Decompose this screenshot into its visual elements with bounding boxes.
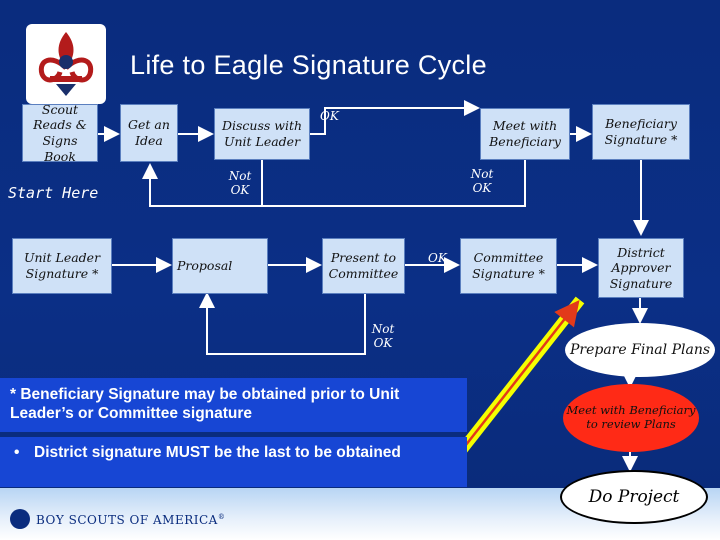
not-ok-label-left: Not OK	[228, 169, 252, 197]
footer-org-name: BOY SCOUTS OF AMERICA®	[36, 513, 225, 527]
footer-org-name-text: BOY SCOUTS OF AMERICA	[36, 513, 218, 527]
beneficiary-note: * Beneficiary Signature may be obtained …	[0, 378, 467, 432]
ok-label-top: OK	[320, 109, 339, 123]
do-project-oval: Do Project	[560, 470, 708, 524]
page-title: Life to Eagle Signature Cycle	[130, 50, 487, 80]
meet-beneficiary-box: Meet with Beneficiary	[480, 108, 570, 160]
bsa-logo	[26, 24, 106, 104]
meet-review-oval: Meet with Beneficiary to review Plans	[563, 384, 699, 452]
beneficiary-note-text: * Beneficiary Signature may be obtained …	[10, 386, 400, 422]
bullet-icon: •	[14, 444, 20, 461]
registered-mark: ®	[217, 513, 226, 521]
prepare-final-plans-oval: Prepare Final Plans	[565, 323, 715, 377]
not-ok-label-bottom: Not OK	[371, 322, 395, 350]
discuss-leader-box: Discuss with Unit Leader	[214, 108, 310, 160]
footer-logo-icon	[10, 509, 30, 529]
ok-label-mid: OK	[428, 251, 447, 265]
district-signature-box: District Approver Signature	[598, 238, 684, 298]
not-ok-label-right: Not OK	[470, 167, 494, 195]
unit-leader-signature-box: Unit Leader Signature *	[12, 238, 112, 294]
district-note: • District signature MUST be the last to…	[0, 437, 467, 487]
start-here-label: Start Here	[8, 184, 99, 202]
proposal-box: Proposal	[172, 238, 268, 294]
beneficiary-signature-box: Beneficiary Signature *	[592, 104, 690, 160]
get-idea-box: Get an Idea	[120, 104, 178, 162]
present-committee-box: Present to Committee	[322, 238, 405, 294]
fleur-de-lis-icon	[38, 32, 94, 96]
district-note-text: District signature MUST be the last to b…	[34, 444, 401, 461]
committee-signature-box: Committee Signature *	[460, 238, 557, 294]
scout-reads-box: Scout Reads & Signs Book	[22, 102, 98, 164]
